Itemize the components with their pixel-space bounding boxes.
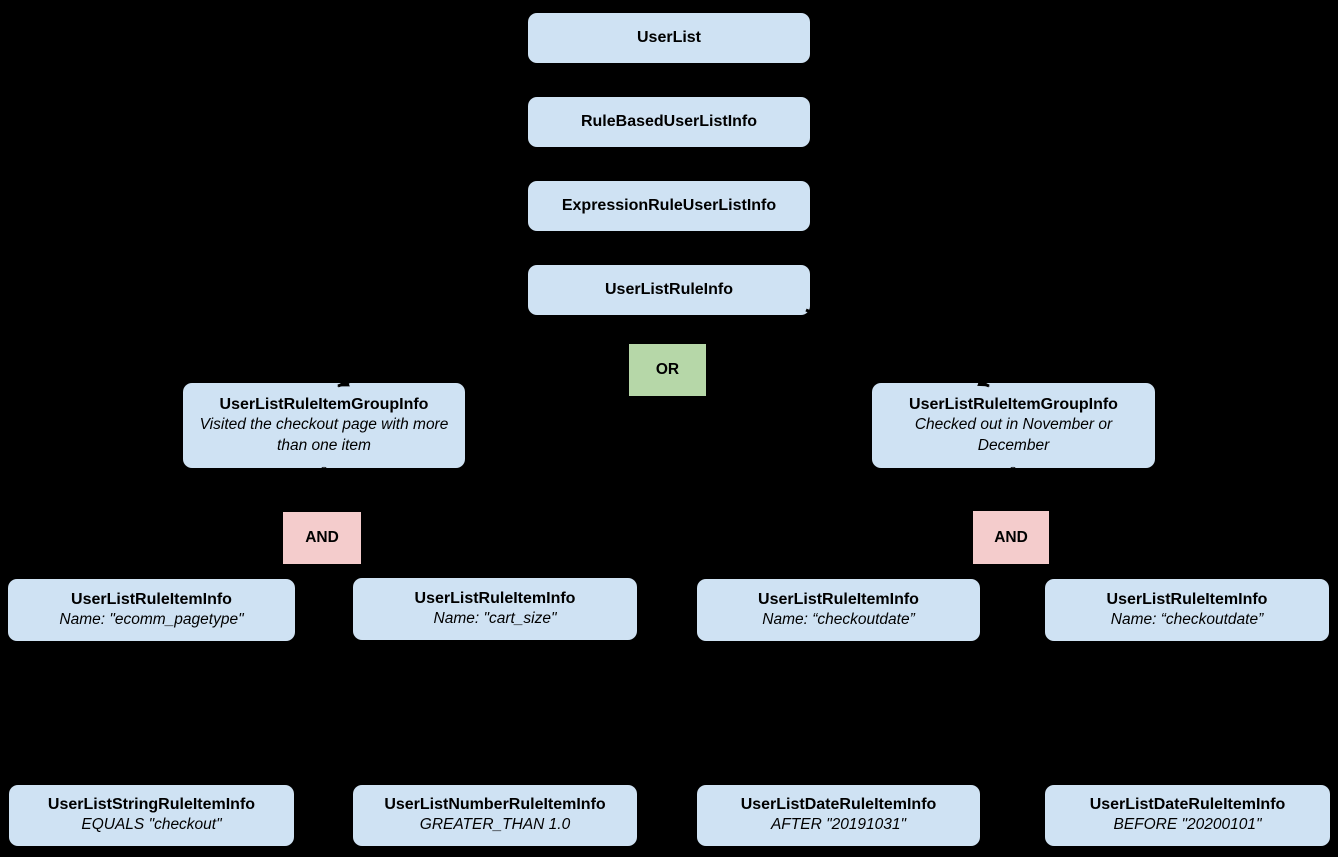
node-rule-item-group-left: UserListRuleItemGroupInfo Visited the ch… [183, 383, 465, 468]
node-title: UserListRuleItemInfo [414, 589, 576, 607]
node-description: Name: “checkoutdate” [1110, 610, 1264, 628]
node-description: Name: “checkoutdate” [762, 610, 915, 628]
node-rule-item-3: UserListRuleItemInfo Name: “checkoutdate… [697, 579, 980, 641]
node-title: UserListRuleItemGroupInfo [909, 396, 1118, 414]
and-operator-label: AND [994, 528, 1028, 546]
node-rule-based-user-list-info: RuleBasedUserListInfo [528, 97, 810, 147]
node-description: BEFORE "20200101" [1113, 816, 1262, 834]
and-operator-box-right: AND [973, 511, 1049, 564]
node-title: UserListRuleItemInfo [1106, 590, 1268, 608]
node-title: UserList [636, 29, 702, 46]
and-operator-box-left: AND [283, 512, 361, 564]
node-date-rule-item-info-after: UserListDateRuleItemInfo AFTER "20191031… [697, 785, 980, 846]
node-description: Checked out in November or December [914, 416, 1113, 454]
node-date-rule-item-info-before: UserListDateRuleItemInfo BEFORE "2020010… [1045, 785, 1330, 846]
node-title: UserListStringRuleItemInfo [47, 796, 256, 814]
node-rule-item-4: UserListRuleItemInfo Name: “checkoutdate… [1045, 579, 1329, 641]
node-description: GREATER_THAN 1.0 [419, 816, 571, 834]
node-number-rule-item-info: UserListNumberRuleItemInfo GREATER_THAN … [353, 785, 637, 846]
or-operator-label: OR [655, 361, 680, 378]
node-rule-item-1: UserListRuleItemInfo Name: "ecomm_pagety… [8, 579, 295, 641]
node-title: UserListRuleItemGroupInfo [219, 396, 429, 414]
node-userlist: UserList [528, 13, 810, 63]
node-title: UserListDateRuleItemInfo [740, 796, 937, 814]
node-description: Name: "cart_size" [433, 609, 557, 627]
node-expression-rule-user-list-info: ExpressionRuleUserListInfo [528, 181, 810, 231]
node-title: UserListDateRuleItemInfo [1089, 796, 1286, 814]
node-title: UserListRuleInfo [604, 281, 733, 298]
node-title: UserListNumberRuleItemInfo [384, 796, 606, 814]
node-title: ExpressionRuleUserListInfo [561, 197, 777, 214]
node-description: Name: "ecomm_pagetype" [59, 610, 244, 628]
node-title: UserListRuleItemInfo [71, 590, 232, 608]
node-description: AFTER "20191031" [770, 816, 907, 834]
node-description: EQUALS "checkout" [81, 816, 222, 834]
node-rule-item-2: UserListRuleItemInfo Name: "cart_size" [353, 578, 637, 640]
or-operator-box: OR [629, 344, 706, 396]
node-rule-item-group-right: UserListRuleItemGroupInfo Checked out in… [872, 383, 1155, 468]
node-description: Visited the checkout page with more than… [199, 416, 449, 454]
node-title: RuleBasedUserListInfo [580, 113, 758, 130]
node-string-rule-item-info: UserListStringRuleItemInfo EQUALS "check… [9, 785, 294, 846]
node-user-list-rule-info: UserListRuleInfo [528, 265, 810, 315]
and-operator-label: AND [305, 529, 339, 546]
node-title: UserListRuleItemInfo [758, 590, 919, 608]
